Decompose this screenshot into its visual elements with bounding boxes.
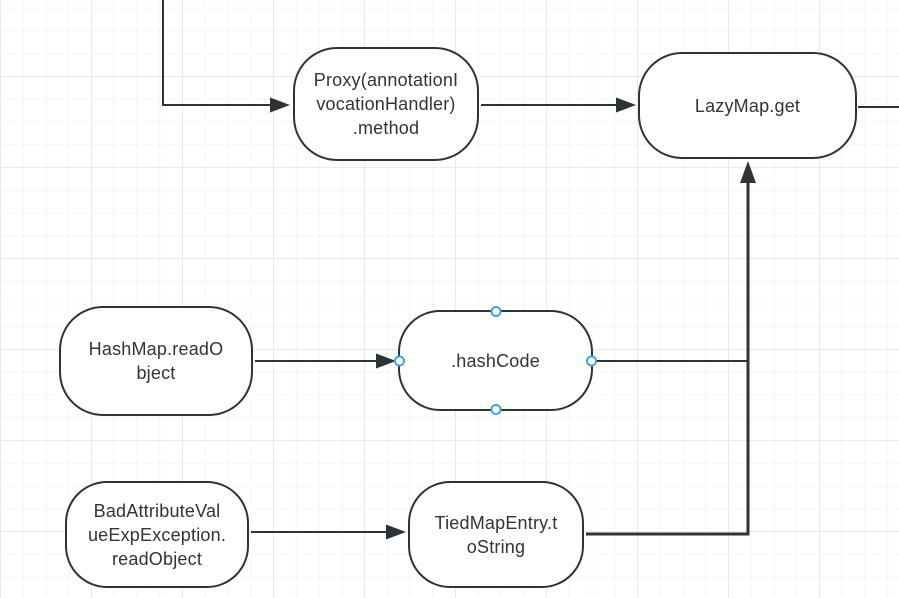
node-proxy-method-label: Proxy(annotationI vocationHandler) .meth… [313,70,459,138]
connection-handle-left[interactable] [394,355,405,366]
edge-tiedmap-to-lazymap[interactable] [586,183,750,536]
edge-offscreen-top-to-proxy[interactable] [162,0,272,106]
node-badattributevalueexpexception-readobject-label: BadAttributeVal ueExpException. readObje… [87,500,227,569]
arrowhead-into-tiedmap [386,524,406,540]
node-hashcode[interactable]: .hashCode [394,306,597,415]
node-lazymap-get-label: LazyMap.get [694,95,801,116]
node-tiedmapentry-tostring[interactable]: TiedMapEntry.t oString [408,481,584,588]
arrowhead-into-hashcode [376,353,396,369]
node-tiedmapentry-tostring-label: TiedMapEntry.t oString [434,512,558,557]
node-hashmap-readobject[interactable]: HashMap.readO bject [59,306,253,416]
node-hashcode-label: .hashCode [451,350,540,371]
node-badattributevalueexpexception-readobject[interactable]: BadAttributeVal ueExpException. readObje… [65,481,249,588]
connection-handle-bottom[interactable] [490,404,501,415]
node-hashmap-readobject-label: HashMap.readO bject [88,339,224,383]
arrowhead-into-lazymap-left [616,97,636,113]
node-proxy-method[interactable]: Proxy(annotationI vocationHandler) .meth… [293,47,479,161]
node-lazymap-get[interactable]: LazyMap.get [638,52,857,159]
connection-handle-right[interactable] [586,355,597,366]
arrowhead-into-proxy [270,97,290,113]
connection-handle-top[interactable] [490,306,501,317]
arrowhead-into-lazymap-bottom [740,161,756,183]
